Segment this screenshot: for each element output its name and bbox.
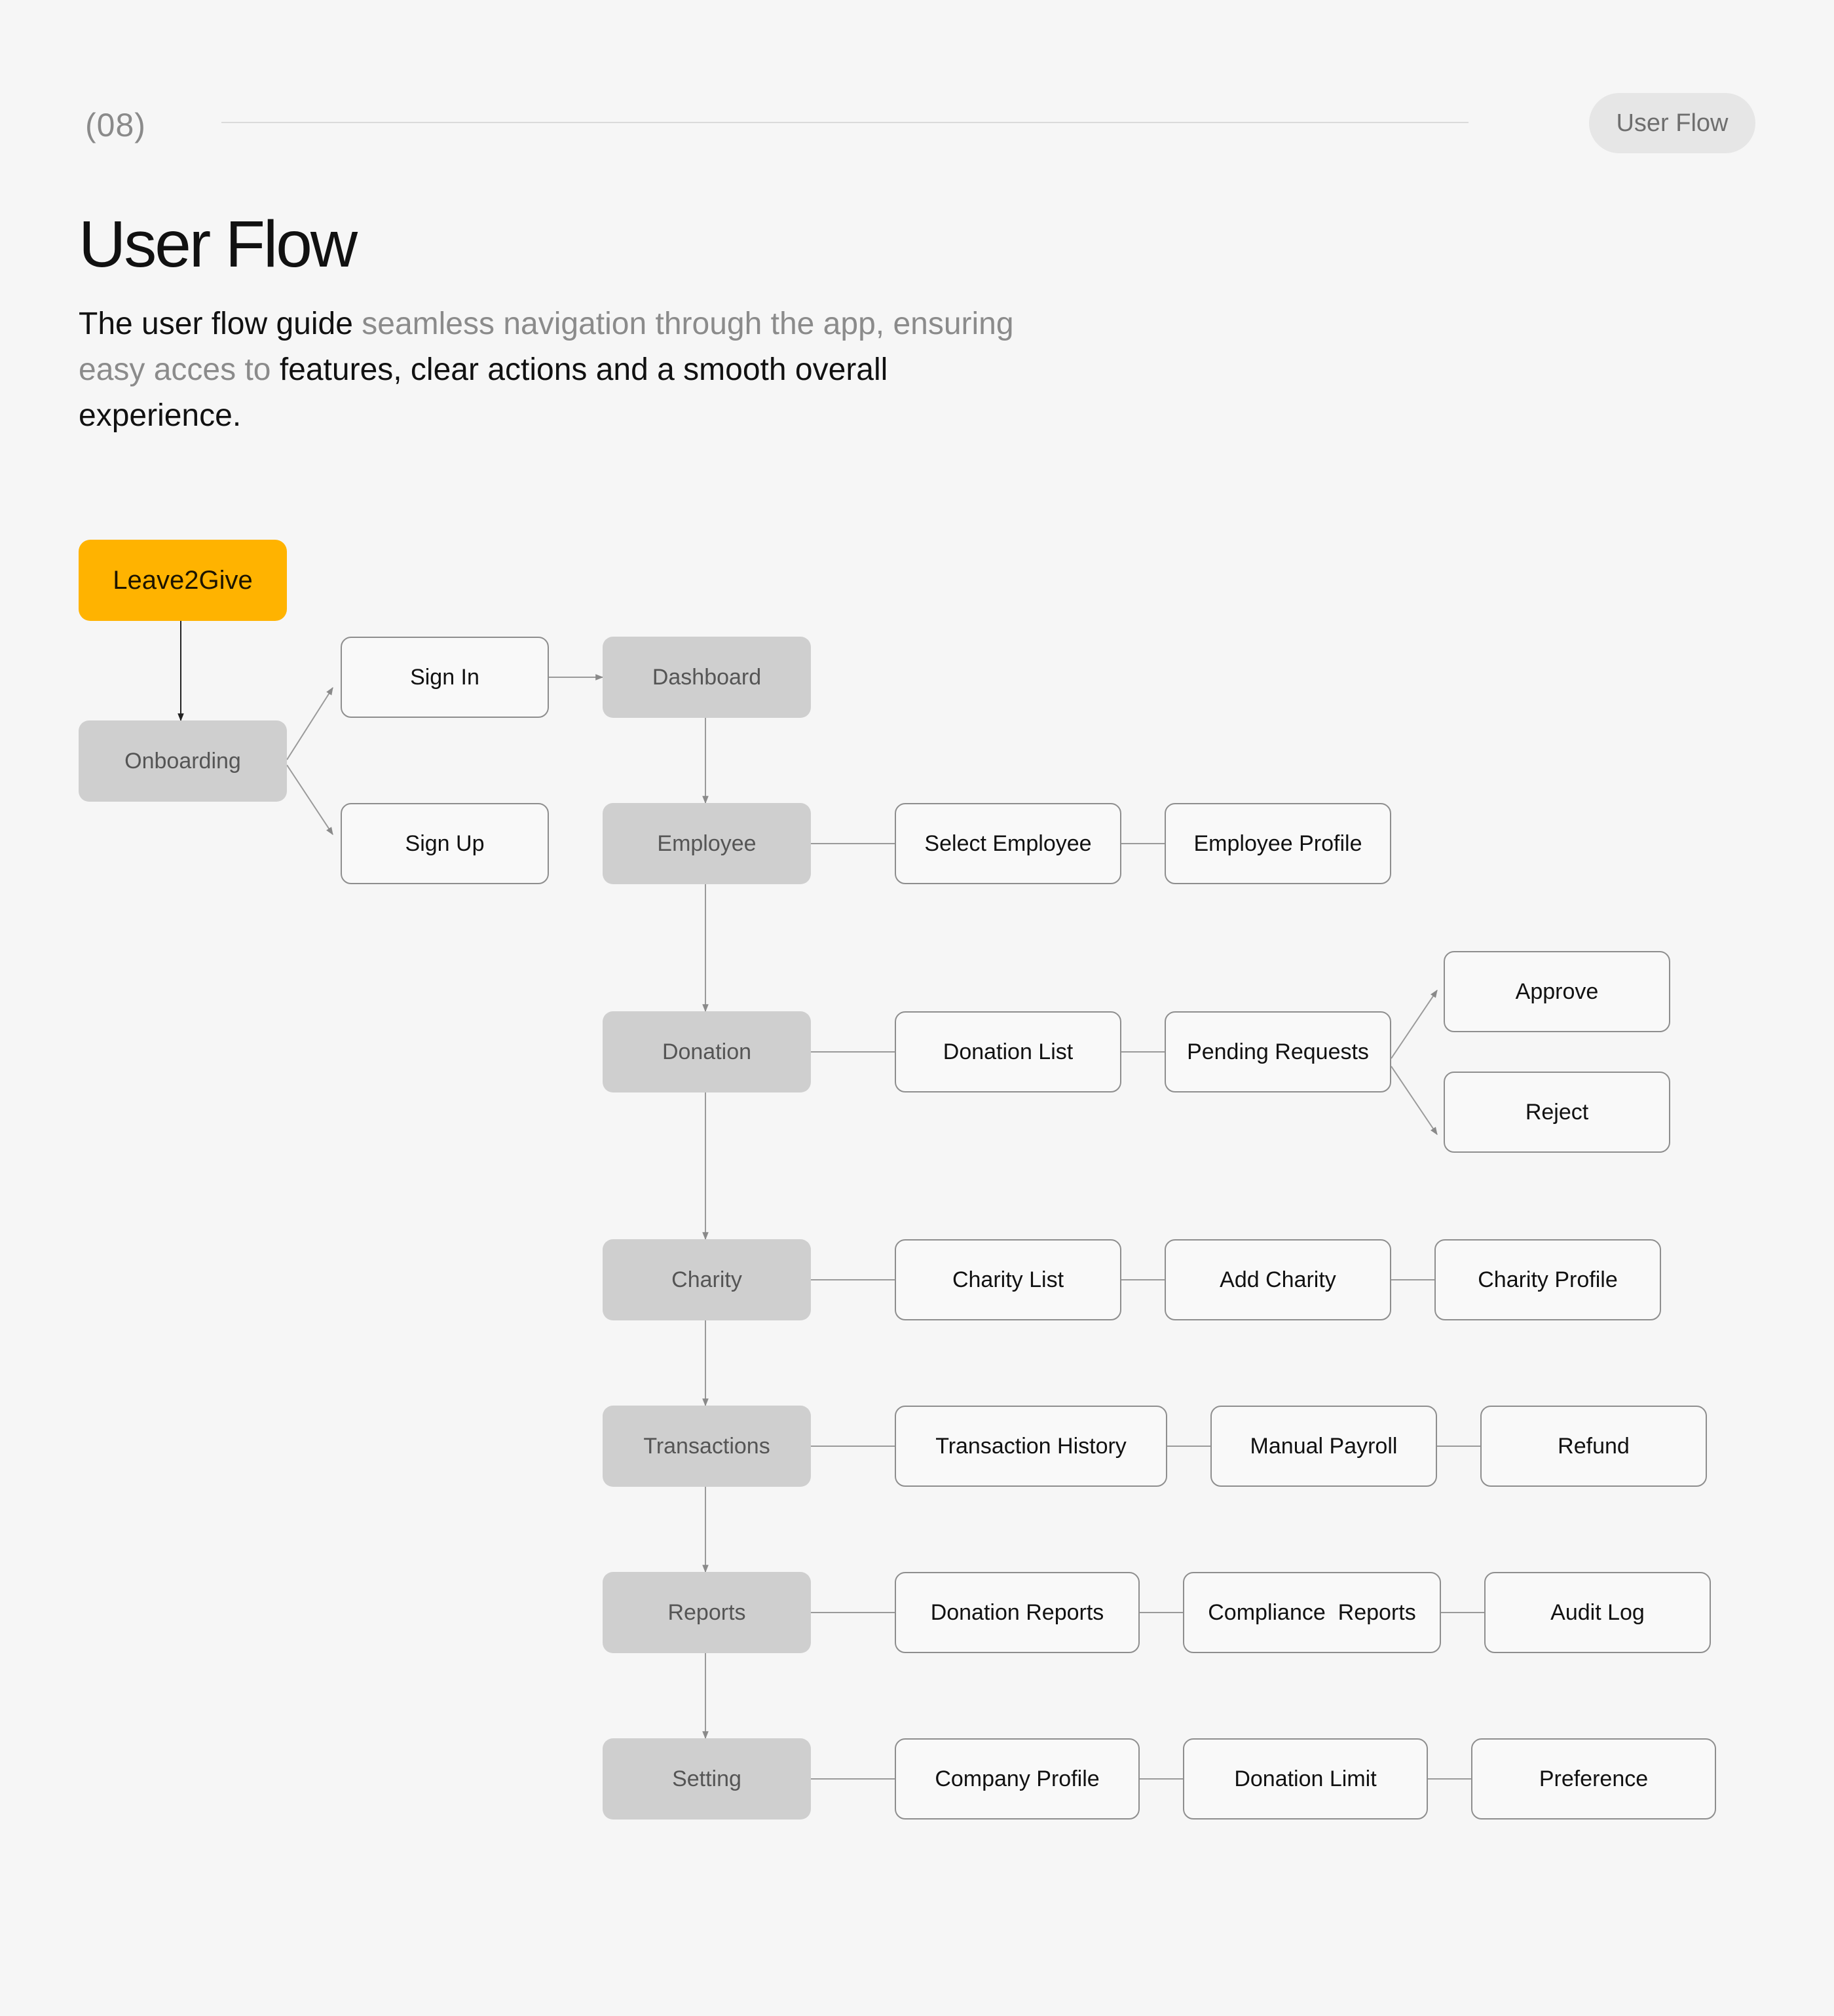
node-charity-profile: Charity Profile <box>1434 1239 1661 1320</box>
node-donation-limit: Donation Limit <box>1183 1738 1428 1820</box>
node-refund: Refund <box>1480 1406 1707 1487</box>
node-donation-reports: Donation Reports <box>895 1572 1140 1653</box>
page-title: User Flow <box>79 208 358 281</box>
node-donation-list: Donation List <box>895 1011 1121 1092</box>
header-divider <box>221 122 1469 123</box>
node-reports: Reports <box>603 1572 811 1653</box>
node-charity: Charity <box>603 1239 811 1320</box>
node-approve: Approve <box>1444 951 1670 1032</box>
intro-text: The user flow guide seamless navigation … <box>79 301 1048 439</box>
intro-muted: seamless navigation through the app, ens… <box>79 307 1014 387</box>
node-company-profile: Company Profile <box>895 1738 1140 1820</box>
node-sign-in: Sign In <box>341 637 549 718</box>
section-number: (08) <box>85 107 146 143</box>
intro-dark-1: The user flow guide <box>79 307 353 341</box>
node-setting: Setting <box>603 1738 811 1820</box>
node-manual-payroll: Manual Payroll <box>1210 1406 1437 1487</box>
node-transactions: Transactions <box>603 1406 811 1487</box>
node-compliance-reports: Compliance Reports <box>1183 1572 1441 1653</box>
connector-pending-reject <box>1391 1066 1438 1135</box>
node-dashboard: Dashboard <box>603 637 811 718</box>
node-onboarding: Onboarding <box>79 720 287 802</box>
brand-node: Leave2Give <box>79 540 287 621</box>
connector-onboarding-signin <box>286 686 333 760</box>
node-employee: Employee <box>603 803 811 884</box>
connector-pending-approve <box>1391 990 1438 1059</box>
node-donation: Donation <box>603 1011 811 1092</box>
node-employee-profile: Employee Profile <box>1165 803 1391 884</box>
node-sign-up: Sign Up <box>341 803 549 884</box>
connector-onboarding-signup <box>286 764 333 836</box>
node-charity-list: Charity List <box>895 1239 1121 1320</box>
node-select-employee: Select Employee <box>895 803 1121 884</box>
node-transaction-history: Transaction History <box>895 1406 1167 1487</box>
section-pill: User Flow <box>1589 93 1755 153</box>
node-preference: Preference <box>1471 1738 1716 1820</box>
node-audit-log: Audit Log <box>1484 1572 1711 1653</box>
node-reject: Reject <box>1444 1072 1670 1153</box>
intro-dark-2: features, clear actions and a smooth ove… <box>79 352 888 433</box>
node-add-charity: Add Charity <box>1165 1239 1391 1320</box>
node-pending-requests: Pending Requests <box>1165 1011 1391 1092</box>
